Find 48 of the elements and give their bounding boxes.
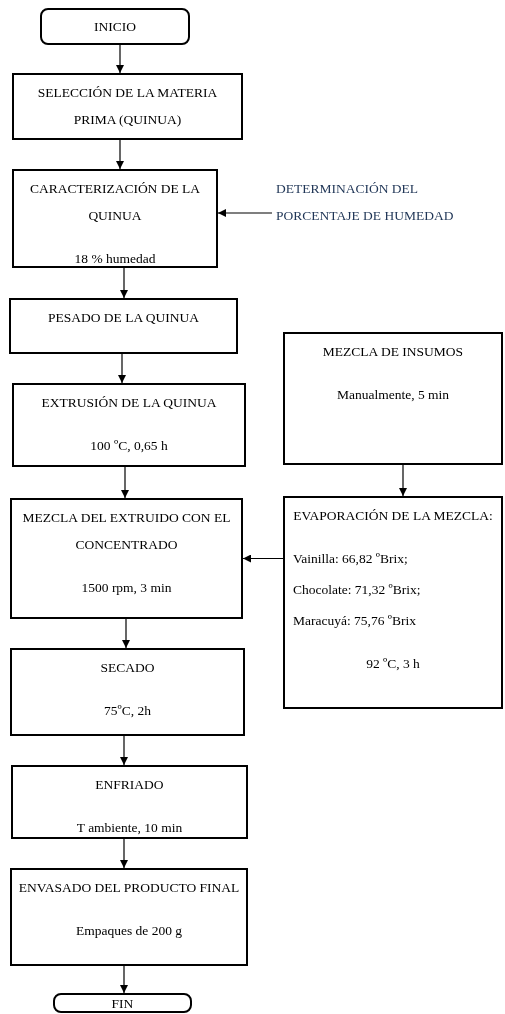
arrow (122, 618, 130, 649)
arrow (242, 554, 284, 563)
step-detail: Empaques de 200 g (74, 922, 184, 940)
process-box (283, 332, 503, 465)
step-title: INICIO (93, 18, 137, 36)
process-box (10, 868, 248, 966)
arrow (121, 466, 129, 499)
step-detail: T ambiente, 10 min (75, 819, 184, 837)
arrow (217, 209, 273, 217)
step-title: ENVASADO DEL PRODUCTO FINAL (17, 879, 241, 897)
arrow (116, 139, 124, 170)
step-title: MEZCLA DE INSUMOS (321, 343, 465, 361)
note-text: DETERMINACIÓN DEL PORCENTAJE DE HUMEDAD (275, 180, 455, 225)
step-title: SECADO (99, 659, 156, 677)
step-detail: 100 ºC, 0,65 h (89, 437, 169, 455)
process-box (11, 765, 248, 839)
step-detail: Vainilla: 66,82 ºBrix; (292, 550, 409, 568)
step-title: ENFRIADO (94, 776, 165, 794)
step-title: FIN (110, 994, 135, 1013)
arrow (120, 735, 128, 766)
arrow (120, 267, 128, 299)
process-box (12, 169, 218, 268)
step-detail: 75ºC, 2h (103, 702, 152, 720)
process-box (12, 383, 246, 467)
arrow (118, 353, 126, 384)
step-title: MEZCLA DEL EXTRUIDO CON EL CONCENTRADO (21, 509, 232, 554)
terminal-box (40, 8, 190, 45)
step-detail: Maracuyá: 75,76 ºBrix (292, 612, 418, 630)
process-box (10, 648, 245, 736)
step-title: SELECCIÓN DE LA MATERIA PRIMA (QUINUA) (36, 84, 219, 129)
arrow (120, 838, 128, 869)
step-detail: 18 % humedad (73, 250, 157, 268)
terminal-box (53, 993, 192, 1013)
step-title: EVAPORACIÓN DE LA MEZCLA: (292, 507, 494, 525)
arrow (116, 44, 124, 74)
step-detail: 1500 rpm, 3 min (80, 579, 173, 597)
step-title: EXTRUSIÓN DE LA QUINUA (40, 394, 218, 412)
process-box (9, 298, 238, 354)
process-box (12, 73, 243, 140)
process-box (283, 496, 503, 709)
process-box (10, 498, 243, 619)
step-detail: Chocolate: 71,32 ºBrix; (292, 581, 422, 599)
step-title: PESADO DE LA QUINUA (46, 309, 201, 327)
arrow (399, 464, 407, 497)
step-detail: Manualmente, 5 min (335, 386, 451, 404)
step-title: CARACTERIZACIÓN DE LA QUINUA (28, 180, 202, 225)
step-detail: 92 ºC, 3 h (365, 655, 421, 673)
arrow (120, 965, 128, 994)
